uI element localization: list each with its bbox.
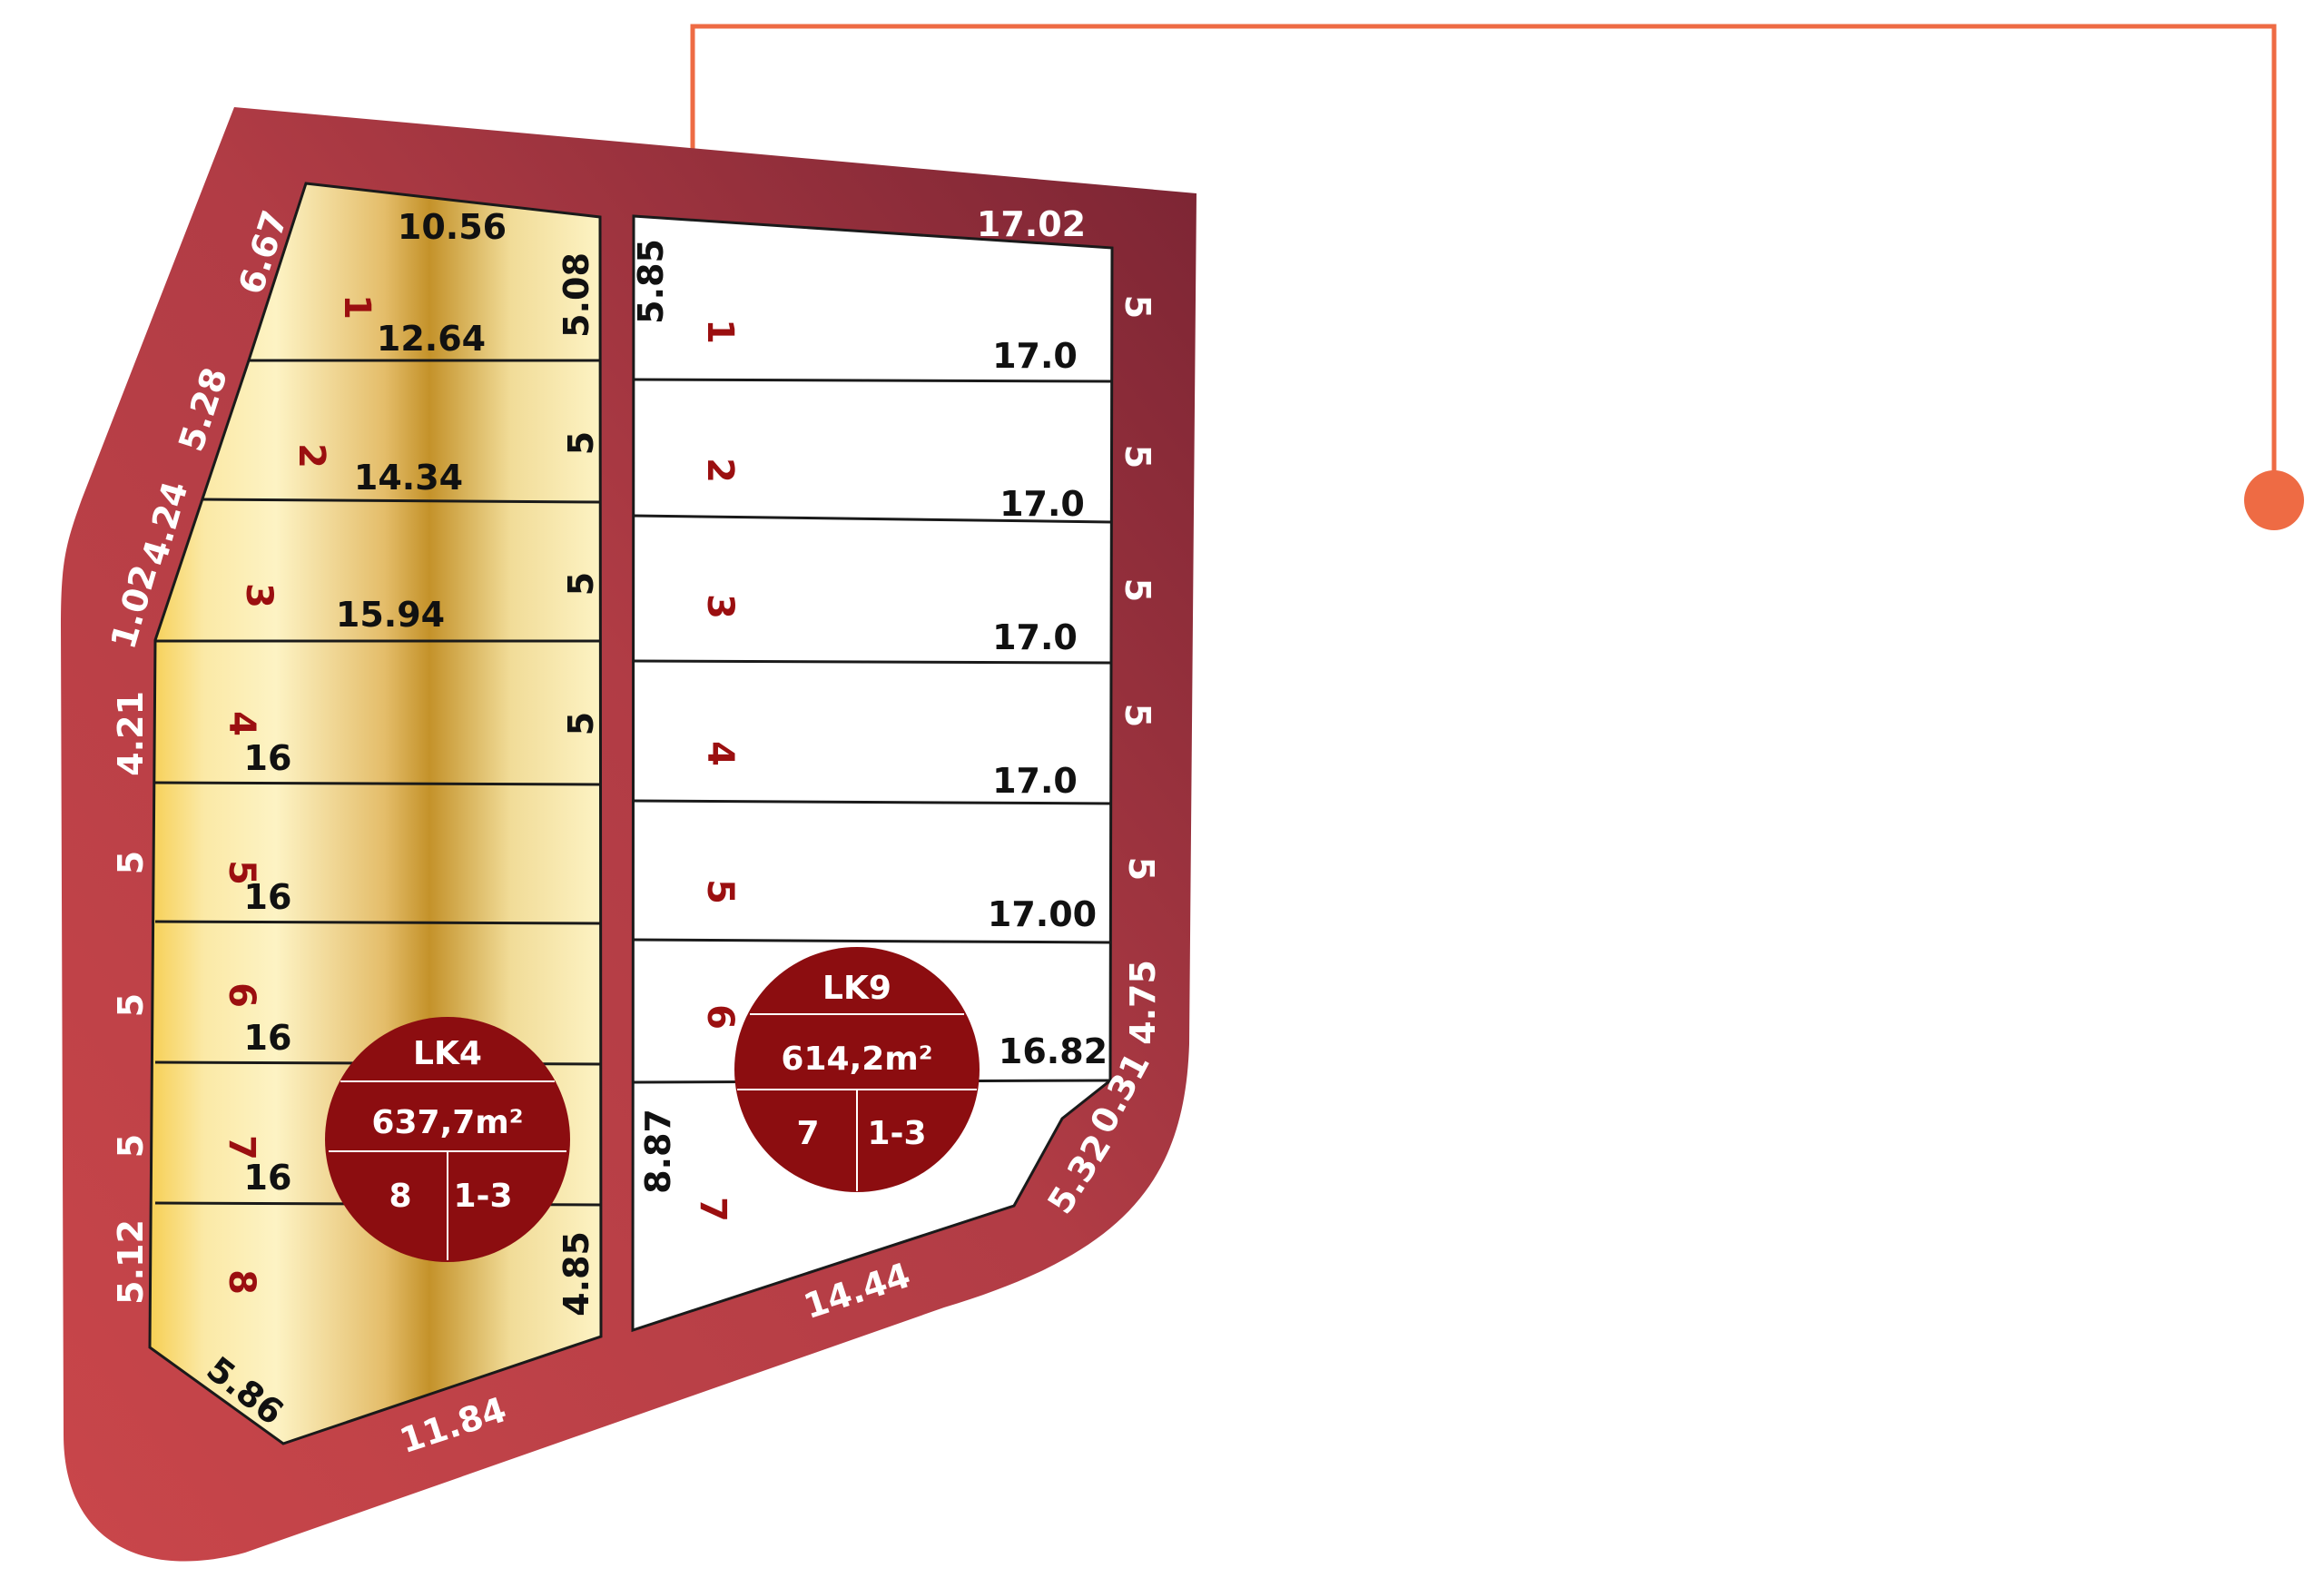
lk9-lot-5: 5 [699, 879, 741, 904]
lk4-badge: LK4 637,7m² 8 1-3 [325, 1017, 570, 1262]
lk4-lot-1: 1 [336, 294, 378, 320]
lk9-depth-top: 17.02 [977, 204, 1086, 244]
lk4-badge-circle [325, 1017, 570, 1262]
lk4-right-width-3: 5 [561, 572, 601, 596]
lk9-badge-name: LK9 [822, 970, 891, 1007]
lk9-right-width-6: 4.75 [1123, 960, 1163, 1045]
lk4-right-width-2: 5 [561, 431, 601, 455]
lk4-left-width-4: 4.21 [111, 691, 151, 776]
lk4-depth-6: 16 [244, 1018, 292, 1058]
lk9-right-width-5: 5 [1121, 857, 1161, 881]
lk9-left-widths: 5.85 8.87 [631, 239, 678, 1194]
lk4-lot-3: 3 [238, 583, 280, 608]
lk4-depth-2: 14.34 [354, 458, 463, 498]
lk4-badge-area: 637,7m² [371, 1104, 523, 1141]
lk4-badge-floors: 1-3 [453, 1178, 512, 1215]
lk4-right-widths: 5.08 5 5 5 4.85 [556, 252, 601, 1317]
lk9-lot-numbers: 1 2 3 4 5 6 7 [692, 319, 741, 1222]
lk9-badge-circle [734, 947, 980, 1192]
lk4-depth-1: 12.64 [377, 319, 486, 359]
lk9-lot-3: 3 [699, 594, 741, 619]
lk9-right-width-3: 5 [1118, 578, 1157, 602]
lk9-depth-6: 16.82 [999, 1031, 1108, 1071]
lk4-lot-4: 4 [221, 711, 262, 736]
lk4-lot-5: 5 [221, 860, 262, 885]
lk9-lot-2: 2 [699, 458, 741, 483]
lk4-depth-5: 16 [244, 877, 292, 917]
lk4-right-width-4: 5 [561, 712, 601, 735]
lk9-lot-6: 6 [699, 1004, 741, 1030]
connector-line [690, 24, 2277, 490]
lk4-lot-6: 6 [221, 982, 262, 1008]
lk4-left-width-7: 5 [111, 1134, 151, 1158]
lk9-badge-floors: 1-3 [867, 1115, 926, 1152]
lk9-depth-3: 17.0 [992, 617, 1078, 657]
lk9-lot-1: 1 [699, 319, 741, 344]
lk9-left-width-1: 5.85 [631, 239, 671, 324]
lk4-badge-name: LK4 [413, 1035, 482, 1072]
connector-dot [2244, 470, 2304, 530]
lk9-depth-5: 17.00 [988, 894, 1097, 934]
lk4-depth-top: 10.56 [398, 207, 507, 247]
lk9-right-width-1: 5 [1118, 295, 1157, 319]
lk4-right-width-1: 5.08 [556, 252, 596, 338]
lk4-lot-7: 7 [221, 1135, 262, 1160]
lk9-depth-4: 17.0 [992, 761, 1078, 801]
lk4-depth-3: 15.94 [336, 595, 445, 635]
lk9-lot-7: 7 [692, 1197, 734, 1222]
lk9-lot-4: 4 [699, 741, 741, 766]
lk4-depths: 10.56 12.64 14.34 15.94 16 16 16 16 [244, 207, 507, 1198]
lk9-badge: LK9 614,2m² 7 1-3 [734, 947, 980, 1192]
lk4-badge-count: 8 [389, 1178, 411, 1215]
lk4-left-width-6: 5 [111, 993, 151, 1017]
lk9-badge-count: 7 [796, 1115, 819, 1152]
lk4-lot-numbers: 1 2 3 4 5 6 7 8 [221, 294, 378, 1295]
lk4-right-width-8: 4.85 [556, 1231, 596, 1317]
lk4-left-width-8: 5.12 [111, 1219, 151, 1305]
lk9-right-width-2: 5 [1118, 445, 1157, 469]
lk4-lot-8: 8 [221, 1269, 262, 1295]
lk9-depth-1: 17.0 [992, 336, 1078, 376]
lk9-right-width-4: 5 [1118, 704, 1157, 727]
lk4-depth-4: 16 [244, 738, 292, 778]
lk4-lot-2: 2 [290, 443, 332, 469]
lk9-badge-area: 614,2m² [781, 1041, 932, 1078]
lk9-depths: 17.02 17.0 17.0 17.0 17.0 17.00 16.82 [977, 204, 1108, 1071]
lk4-depth-7: 16 [244, 1158, 292, 1198]
lk4-left-width-5: 5 [111, 851, 151, 874]
lk9-depth-2: 17.0 [1000, 484, 1085, 524]
lk9-left-width-7: 8.87 [638, 1109, 678, 1194]
